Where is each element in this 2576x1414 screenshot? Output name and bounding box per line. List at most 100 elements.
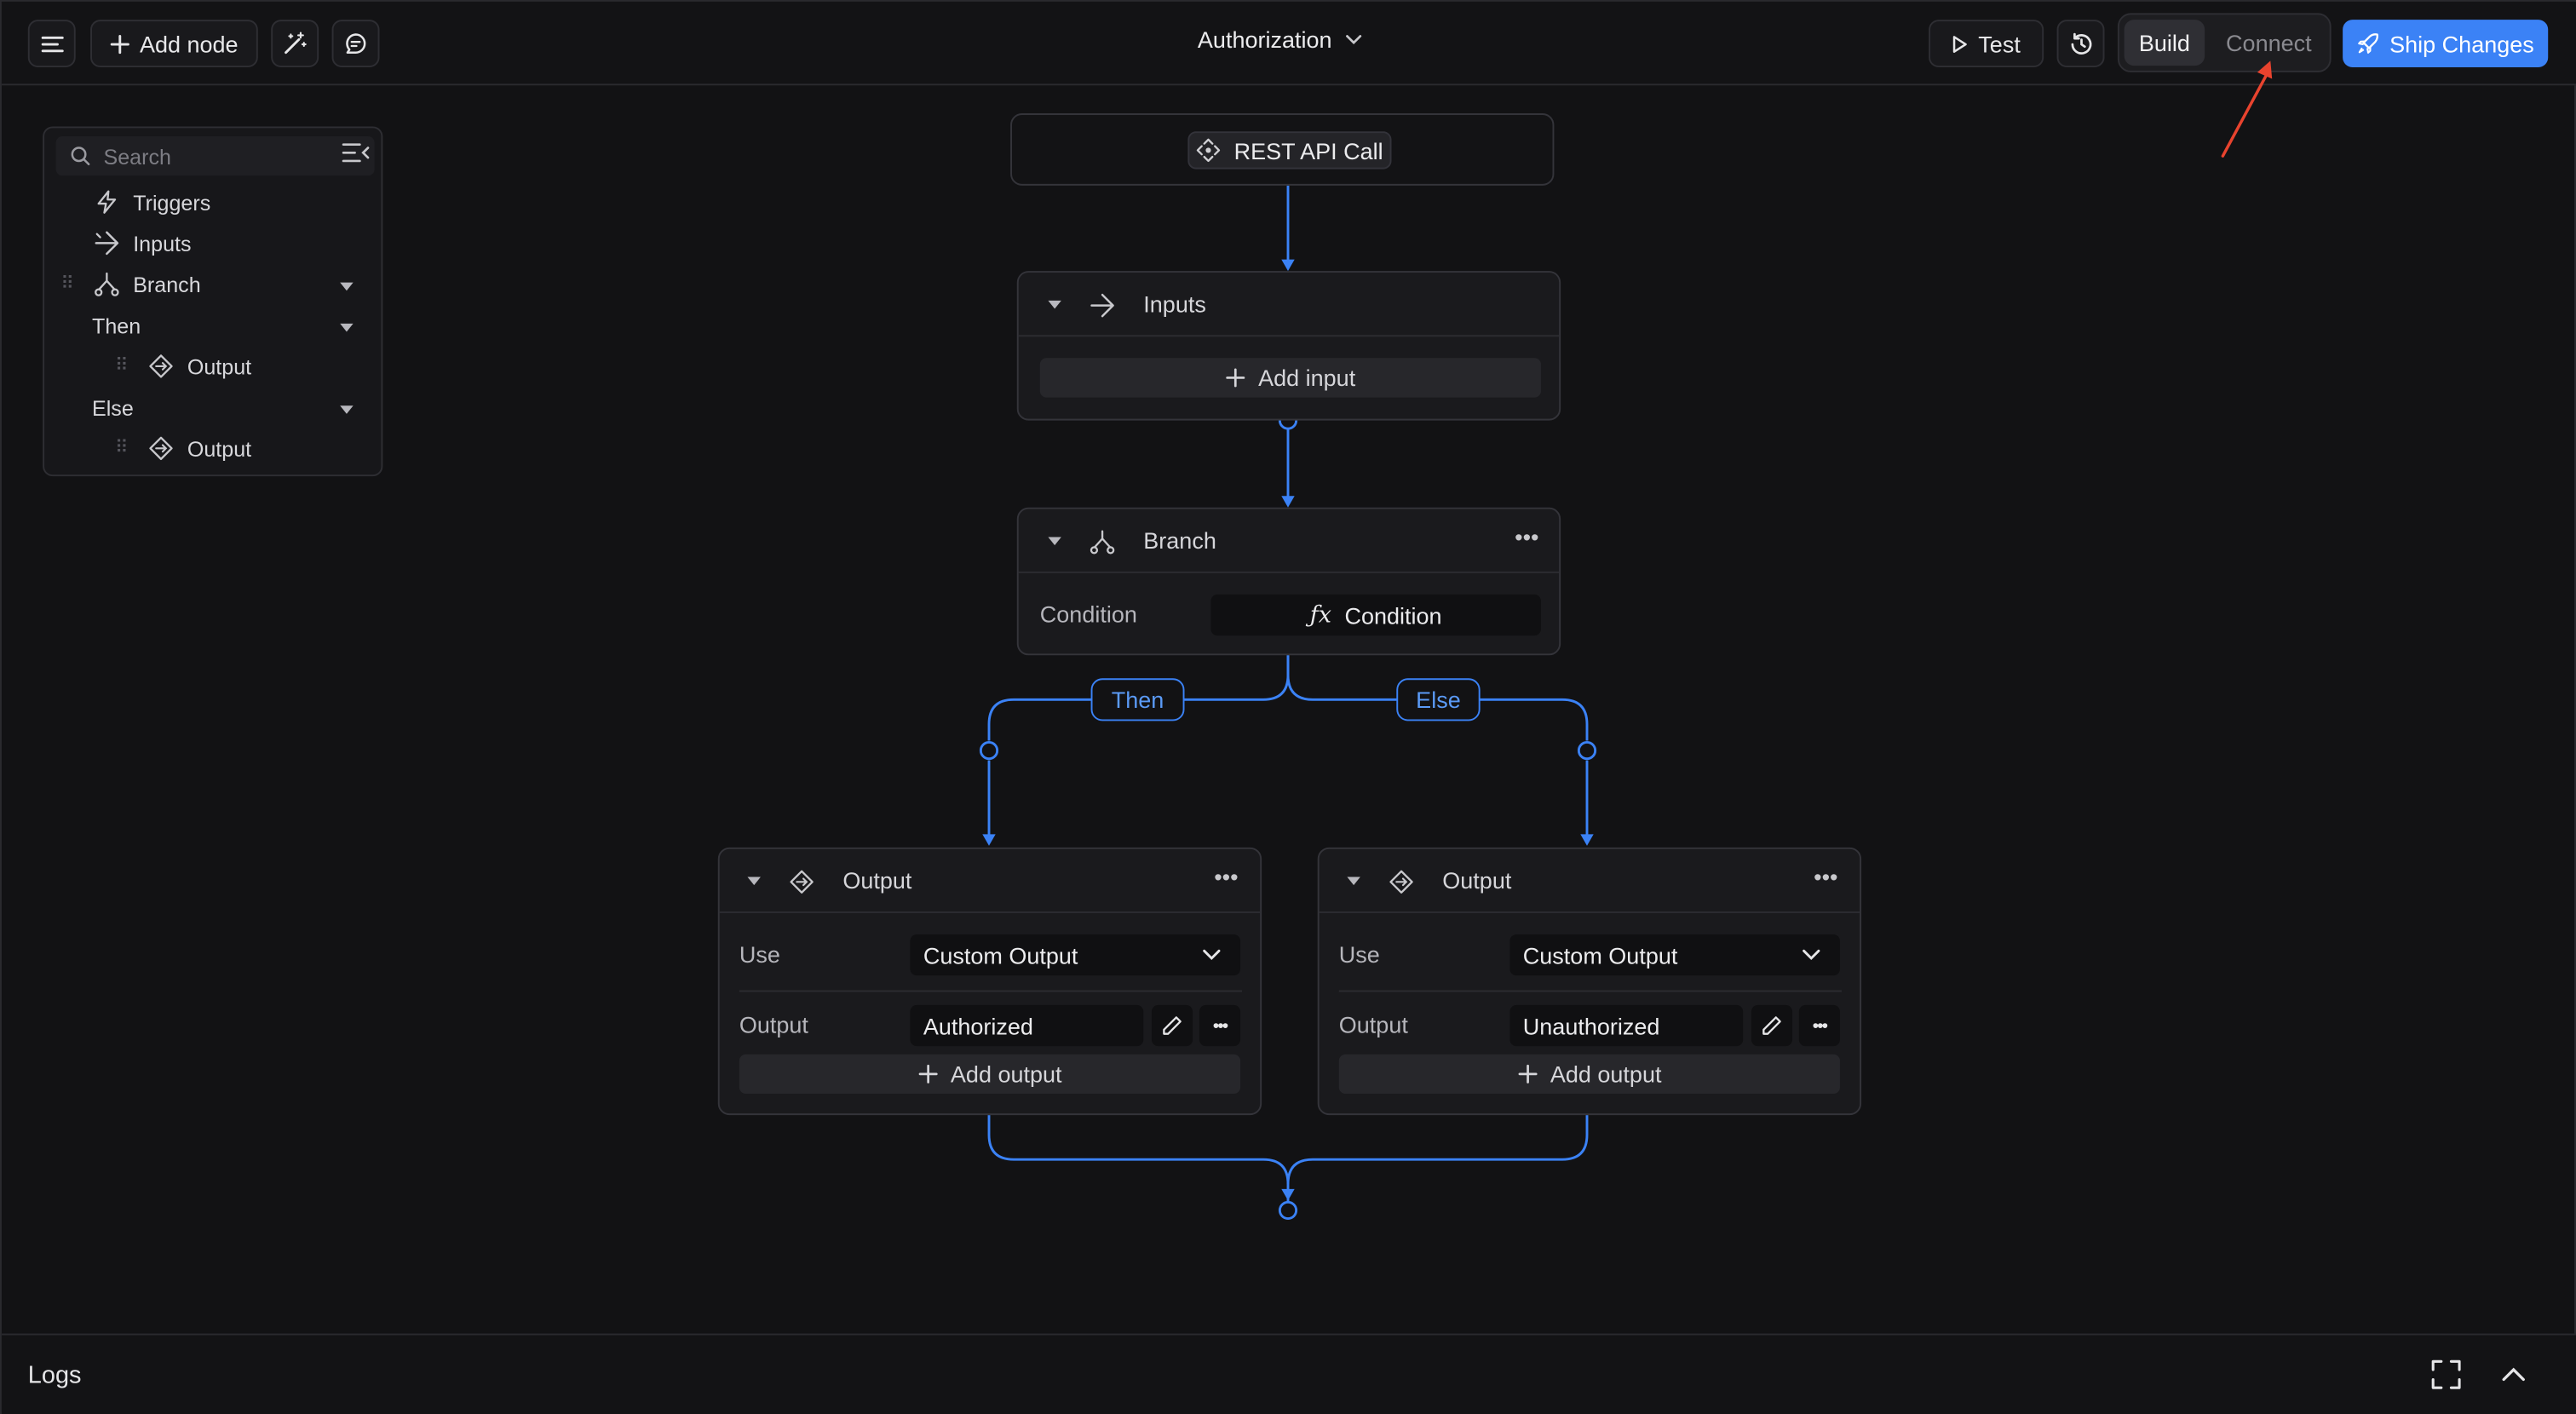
output-label: Output <box>1338 1011 1408 1038</box>
outline-item-label: Triggers <box>133 189 211 215</box>
magic-wand-button[interactable] <box>271 20 319 68</box>
logs-label: Logs <box>27 1361 82 1390</box>
plus-icon <box>1517 1064 1537 1083</box>
search-input[interactable]: Search <box>55 136 375 176</box>
ship-changes-button[interactable]: Ship Changes <box>2343 20 2549 68</box>
expand-icon[interactable] <box>2431 1359 2461 1389</box>
build-label: Build <box>2138 29 2190 56</box>
chevron-up-icon[interactable] <box>2502 1366 2525 1382</box>
output-node-title: Output <box>842 866 912 894</box>
caret-down-icon[interactable] <box>340 282 354 291</box>
condition-field[interactable]: ƒx Condition <box>1210 594 1541 636</box>
use-select[interactable]: Custom Output <box>910 934 1241 976</box>
outline-item-output-then[interactable]: Output <box>148 348 252 384</box>
outline-item-then[interactable]: Then <box>92 308 141 343</box>
connect-tab[interactable]: Connect <box>2213 20 2325 66</box>
mode-toggle: Build Connect <box>2117 13 2332 72</box>
magic-wand-icon <box>285 32 307 55</box>
annotation-arrow <box>2221 60 2273 158</box>
output-node-header: Output ••• <box>719 849 1261 913</box>
trigger-chip[interactable]: REST API Call <box>1187 131 1392 170</box>
output-icon <box>1389 870 1413 894</box>
more-options-icon[interactable]: ••• <box>1515 524 1539 550</box>
caret-down-icon[interactable] <box>340 405 354 414</box>
caret-down-icon[interactable] <box>340 323 354 332</box>
build-tab[interactable]: Build <box>2124 20 2205 66</box>
more-options-icon[interactable]: ••• <box>1814 864 1838 890</box>
output-value-field[interactable]: Unauthorized <box>1509 1004 1744 1047</box>
menu-button[interactable] <box>27 20 76 68</box>
outline-panel: Search Triggers Inputs ⠿ Branch Then ⠿ O… <box>43 126 383 477</box>
add-node-button[interactable]: Add node <box>90 20 258 68</box>
history-icon <box>2070 32 2091 54</box>
workflow-title: Authorization <box>1197 26 1332 53</box>
outline-item-triggers[interactable]: Triggers <box>94 184 210 220</box>
branch-node[interactable]: Branch ••• Condition ƒx Condition <box>1016 507 1561 656</box>
more-options-icon: ••• <box>1212 1015 1228 1036</box>
rocket-icon <box>2357 33 2378 54</box>
top-toolbar: Add node Authorization Test Build Connec… <box>1 1 2576 86</box>
connect-label: Connect <box>2226 29 2312 56</box>
edit-output-button[interactable] <box>1751 1004 1793 1047</box>
caret-down-icon[interactable] <box>747 877 761 886</box>
add-output-button[interactable]: Add output <box>739 1054 1241 1095</box>
use-select[interactable]: Custom Output <box>1509 934 1840 976</box>
outline-item-inputs[interactable]: Inputs <box>94 225 192 261</box>
history-button[interactable] <box>2056 20 2105 68</box>
hamburger-icon <box>40 35 63 52</box>
chat-bubble-icon <box>346 33 366 54</box>
output-value: Authorized <box>923 1012 1033 1039</box>
inputs-node[interactable]: Inputs Add input <box>1016 271 1561 421</box>
output-value-field[interactable]: Authorized <box>910 1004 1144 1047</box>
test-button[interactable]: Test <box>1929 20 2044 68</box>
output-node-else[interactable]: Output ••• Use Custom Output Output Unau… <box>1317 847 1862 1116</box>
more-options-icon[interactable]: ••• <box>1214 864 1239 890</box>
outline-item-output-else[interactable]: Output <box>148 430 251 466</box>
output-label: Output <box>739 1011 808 1038</box>
play-icon <box>1953 35 1968 53</box>
add-output-label: Add output <box>950 1060 1062 1088</box>
drag-handle-icon[interactable]: ⠿ <box>60 273 74 295</box>
connector-port <box>1577 741 1597 761</box>
comments-button[interactable] <box>331 20 380 68</box>
logs-panel: Logs <box>1 1333 2576 1414</box>
edge-label-then[interactable]: Then <box>1090 678 1185 721</box>
output-node-then[interactable]: Output ••• Use Custom Output Output Auth… <box>717 847 1262 1116</box>
outline-item-label: Output <box>187 354 252 379</box>
edge-label-else[interactable]: Else <box>1396 678 1481 721</box>
branch-node-header: Branch ••• <box>1018 509 1560 573</box>
lightning-icon <box>97 190 117 214</box>
drag-handle-icon[interactable]: ⠿ <box>114 438 129 458</box>
add-input-button[interactable]: Add input <box>1039 358 1541 398</box>
trigger-node[interactable]: REST API Call <box>1010 113 1555 186</box>
caret-down-icon[interactable] <box>1347 877 1360 886</box>
output-more-button[interactable]: ••• <box>1199 1004 1241 1047</box>
caret-down-icon[interactable] <box>1048 300 1061 309</box>
api-icon <box>1196 138 1221 163</box>
inputs-node-title: Inputs <box>1143 290 1206 318</box>
output-more-button[interactable]: ••• <box>1798 1004 1840 1047</box>
plus-icon <box>917 1064 937 1083</box>
outline-item-branch[interactable]: Branch <box>94 266 201 302</box>
use-label: Use <box>1338 940 1380 968</box>
edge-then-merge <box>987 1115 1290 1204</box>
plus-icon <box>1226 368 1245 388</box>
edit-output-button[interactable] <box>1151 1004 1193 1047</box>
workflow-title-dropdown[interactable]: Authorization <box>1198 26 1361 53</box>
outline-item-else[interactable]: Else <box>92 389 134 425</box>
output-value: Unauthorized <box>1522 1012 1660 1039</box>
drag-handle-icon[interactable]: ⠿ <box>114 356 129 376</box>
use-select-value: Custom Output <box>923 941 1078 969</box>
caret-down-icon[interactable] <box>1048 537 1061 546</box>
output-icon <box>149 354 173 378</box>
collapse-panel-icon[interactable] <box>342 141 371 164</box>
search-placeholder: Search <box>103 143 171 169</box>
chevron-down-icon <box>1203 949 1221 961</box>
chevron-down-icon <box>1345 35 1361 45</box>
condition-label: Condition <box>1039 601 1137 628</box>
add-output-button[interactable]: Add output <box>1338 1054 1840 1095</box>
more-options-icon: ••• <box>1812 1015 1828 1036</box>
add-input-label: Add input <box>1258 365 1356 391</box>
